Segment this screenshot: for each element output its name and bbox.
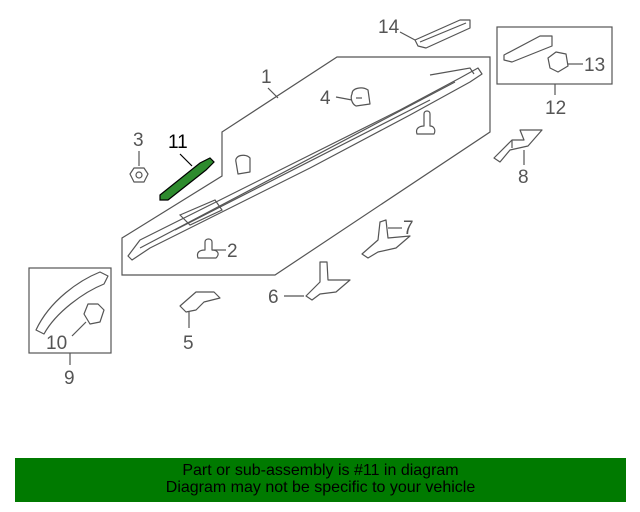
rail-stud[interactable] [415,110,436,135]
clip-part-2[interactable] [196,238,219,259]
callout-13: 13 [584,55,605,76]
bracket-part-7[interactable] [361,219,411,259]
callout-1: 1 [261,67,272,88]
callout-6: 6 [268,287,279,308]
bracket-part-6[interactable] [305,261,351,301]
assembly-1-outline [121,56,491,276]
cover-part-14[interactable] [414,19,471,49]
clip-part-10[interactable] [83,303,105,325]
roof-rail[interactable] [127,67,483,261]
callout-9: 9 [64,368,75,389]
callout-2: 2 [227,241,238,262]
nut-part-3[interactable] [129,167,149,183]
clip-part-13[interactable] [547,51,569,73]
highlighted-part-11[interactable] [159,157,215,201]
callout-5: 5 [183,333,194,354]
end-cap-part-4[interactable] [350,87,371,107]
callout-10: 10 [46,333,67,354]
callout-14: 14 [378,17,400,38]
callout-12: 12 [545,98,566,119]
bracket-part-5[interactable] [179,291,221,313]
callout-8: 8 [518,167,529,188]
rail-end-cap[interactable] [235,154,251,175]
cover-part-12[interactable] [503,35,553,63]
bracket-part-8[interactable] [493,129,543,163]
callout-3: 3 [133,130,144,151]
cover-part-9[interactable] [35,271,109,335]
info-banner: Part or sub-assembly is #11 in diagram D… [15,458,626,502]
banner-line-1: Part or sub-assembly is #11 in diagram [182,462,459,479]
callout-7: 7 [403,218,414,239]
callout-4: 4 [320,88,331,109]
banner-line-2: Diagram may not be specific to your vehi… [165,479,476,496]
callout-11: 11 [168,132,188,153]
